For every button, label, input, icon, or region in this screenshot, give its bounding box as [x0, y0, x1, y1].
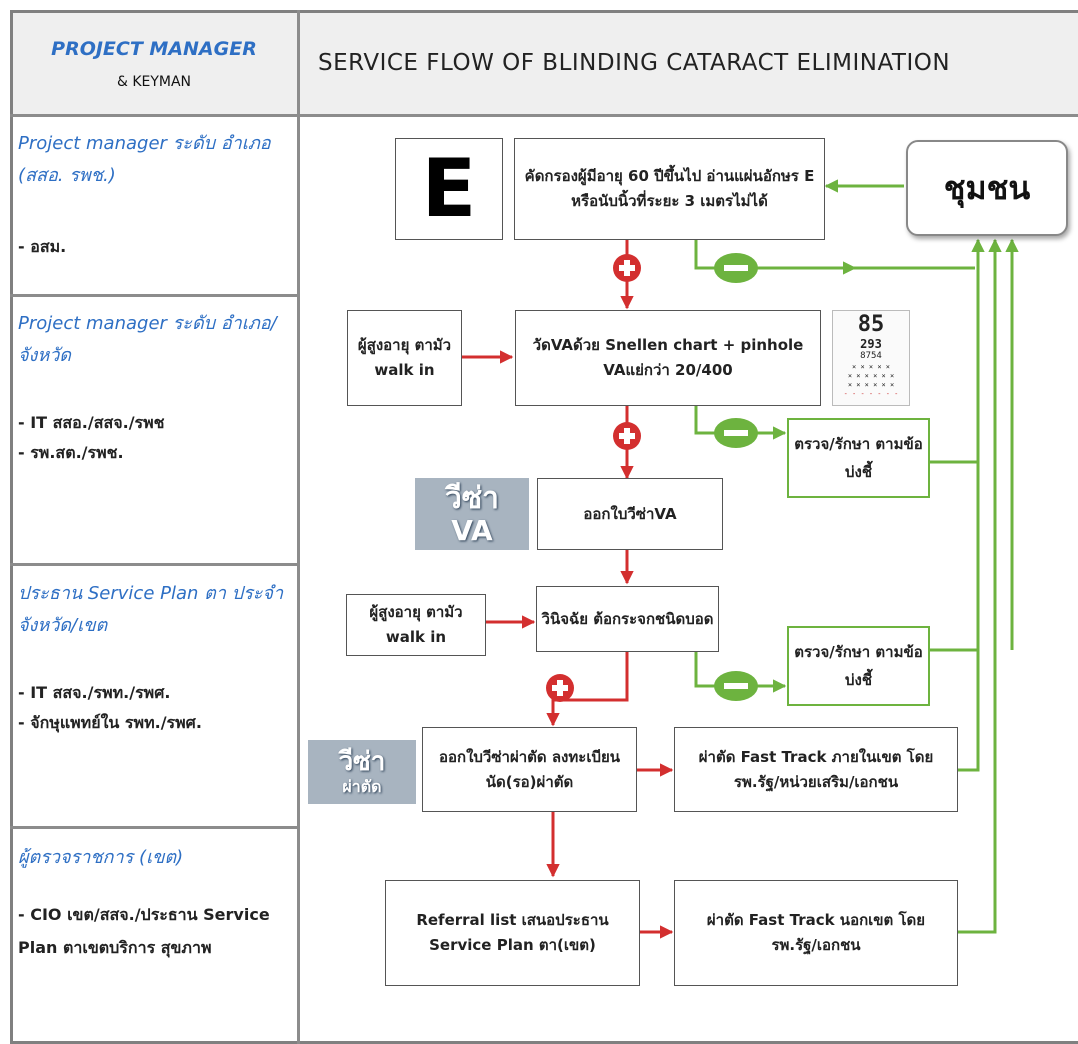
walkin-box-1: ผู้สูงอายุ ตามัว walk in: [347, 310, 462, 406]
community-box: ชุมชน: [906, 140, 1068, 236]
arrow-diagnose-to-surgery: [546, 652, 629, 727]
header-background: [13, 13, 1078, 114]
snellen-row-3: 8754: [860, 351, 882, 361]
snellen-row-7: - - - - - - -: [843, 390, 899, 398]
row-divider-2: [10, 563, 298, 566]
visa-surgery-top: วีซ่า: [338, 747, 386, 777]
va-test-box: วัดVAด้วย Snellen chart + pinhole VAแย่ก…: [515, 310, 821, 406]
section-1: Project manager ระดับ อำเภอ (สสอ. รพช.) …: [18, 128, 290, 262]
row-divider-3: [10, 826, 298, 829]
snellen-row-2: 293: [860, 337, 882, 351]
minus-badges: [714, 253, 758, 701]
diagnose-box: วินิจฉัย ต้อกระจกชนิดบอด: [536, 586, 719, 652]
visa-surgery-bottom: ผ่าตัด: [342, 777, 382, 796]
header-left-subtitle: & KEYMAN: [116, 74, 192, 90]
visa-surgery-stamp-icon: วีซ่า ผ่าตัด: [308, 740, 416, 804]
column-divider: [297, 10, 300, 1044]
visa-va-top: วีซ่า: [444, 481, 500, 516]
section-4: ผู้ตรวจราชการ (เขต) - CIO เขต/สสจ./ประธา…: [18, 842, 290, 964]
diagram-frame: [10, 10, 1078, 1044]
section-1-heading: Project manager ระดับ อำเภอ (สสอ. รพช.): [18, 133, 271, 186]
header-divider: [10, 114, 1078, 117]
snellen-chart-icon: 85 293 8754 × × × × × × × × × × × × × × …: [832, 310, 910, 406]
header-main-title: SERVICE FLOW OF BLINDING CATARACT ELIMIN…: [318, 50, 951, 76]
treat-box-1: ตรวจ/รักษา ตามข้อบ่งชี้: [787, 418, 930, 498]
section-3-item-2: - จักษุแพทย์ใน รพท./รพศ.: [18, 713, 202, 732]
section-2-item-2: - รพ.สต./รพช.: [18, 443, 124, 462]
e-chart-icon: E: [395, 138, 503, 240]
section-2: Project manager ระดับ อำเภอ/จังหวัด - IT…: [18, 308, 290, 468]
fast-track-inside-box: ผ่าตัด Fast Track ภายในเขต โดย รพ.รัฐ/หน…: [674, 727, 958, 812]
snellen-row-6: × × × × × ×: [847, 381, 895, 389]
header-left-title: PROJECT MANAGER: [51, 38, 257, 60]
referral-list-box: Referral list เสนอประธาน Service Plan ตา…: [385, 880, 640, 986]
issue-visa-va-box: ออกใบวีซ่าVA: [537, 478, 723, 550]
section-4-heading: ผู้ตรวจราชการ (เขต): [18, 847, 184, 868]
row-divider-1: [10, 294, 298, 297]
screening-box: คัดกรองผู้มีอายุ 60 ปีขึ้นไป อ่านแผ่นอัก…: [514, 138, 825, 240]
section-2-heading: Project manager ระดับ อำเภอ/จังหวัด: [18, 313, 277, 366]
issue-surgery-visa-box: ออกใบวีซ่าผ่าตัด ลงทะเบียนนัด(รอ)ผ่าตัด: [422, 727, 637, 812]
section-2-item-1: - IT สสอ./สสจ./รพช: [18, 413, 165, 432]
section-3: ประธาน Service Plan ตา ประจำจังหวัด/เขต …: [18, 578, 290, 738]
arrow-fasttrack-in-return: [958, 238, 985, 772]
snellen-row-4: × × × × ×: [852, 363, 890, 371]
arrow-fasttrack-out-return: [958, 238, 1002, 934]
section-1-item: - อสม.: [18, 237, 67, 256]
arrow-screen-negative: [694, 240, 857, 275]
section-4-item: - CIO เขต/สสจ./ประธาน Service Plan ตาเขต…: [18, 905, 270, 957]
snellen-row-1: 85: [857, 312, 885, 337]
treat-box-2: ตรวจ/รักษา ตามข้อบ่งชี้: [787, 626, 930, 706]
visa-va-bottom: VA: [451, 514, 493, 547]
plus-badges: [546, 254, 641, 702]
walkin-box-2: ผู้สูงอายุ ตามัว walk in: [346, 594, 486, 656]
section-3-item-1: - IT สสจ./รพท./รพศ.: [18, 683, 171, 702]
fast-track-outside-box: ผ่าตัด Fast Track นอกเขต โดย รพ.รัฐ/เอกช…: [674, 880, 958, 986]
visa-va-stamp-icon: วีซ่า VA: [415, 478, 529, 550]
section-3-heading: ประธาน Service Plan ตา ประจำจังหวัด/เขต: [18, 583, 284, 636]
snellen-row-5: × × × × × ×: [847, 372, 895, 380]
